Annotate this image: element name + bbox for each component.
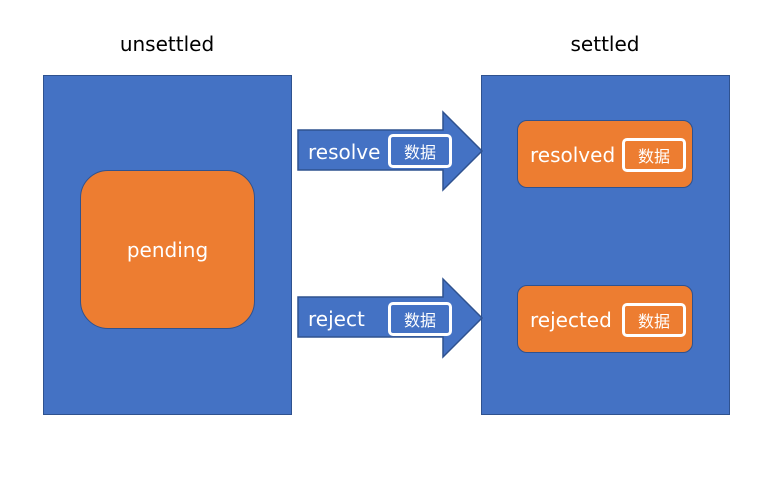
rejected-data-box: 数据 [622, 303, 686, 337]
resolve-label: resolve [308, 140, 381, 164]
reject-data-box: 数据 [388, 302, 452, 336]
resolved-state: resolved 数据 [517, 120, 693, 188]
settled-heading: settled [570, 32, 640, 56]
rejected-state: rejected 数据 [517, 285, 693, 353]
reject-label: reject [308, 307, 365, 331]
rejected-label: rejected [530, 308, 612, 332]
resolve-data-box: 数据 [388, 134, 452, 168]
resolved-label: resolved [530, 143, 616, 167]
pending-label: pending [126, 237, 209, 262]
resolved-data-box: 数据 [622, 138, 686, 172]
pending-state: pending [80, 170, 255, 329]
unsettled-heading: unsettled [119, 32, 215, 56]
